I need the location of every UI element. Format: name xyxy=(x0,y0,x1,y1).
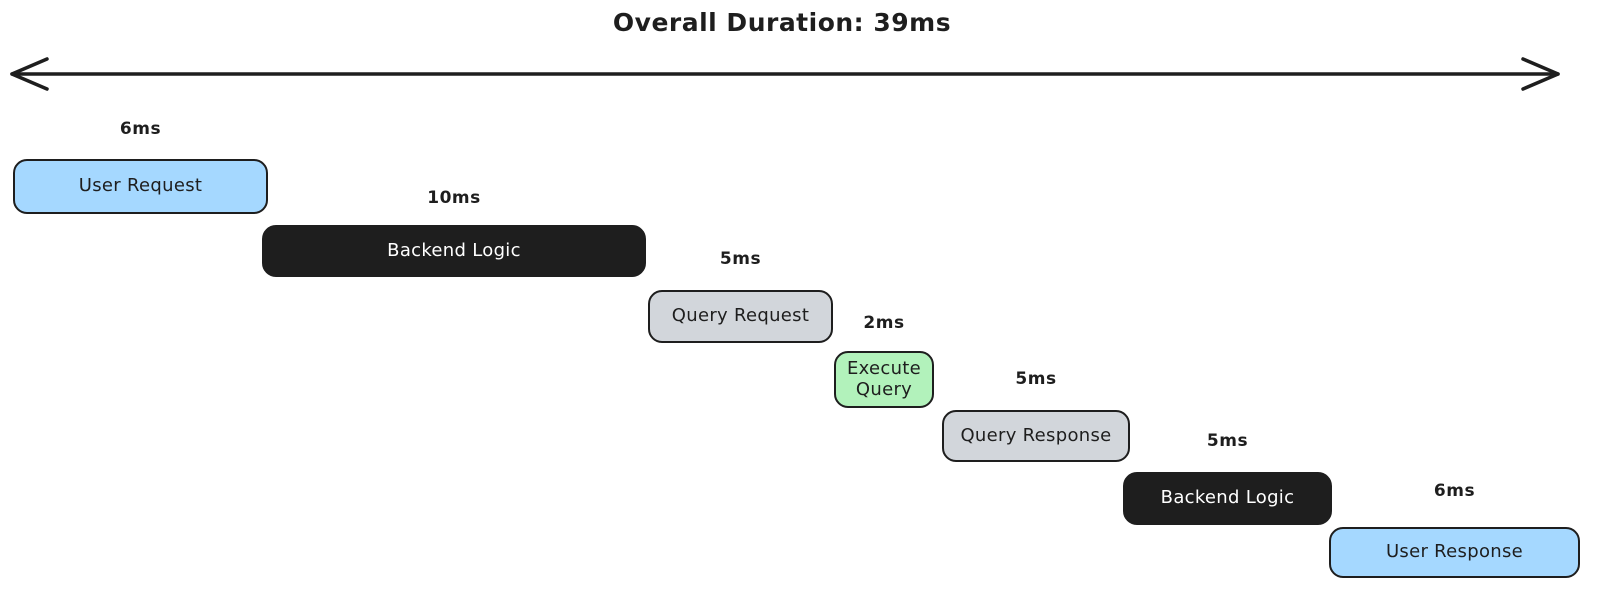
diagram-title: Overall Duration: 39ms xyxy=(612,8,952,37)
bar-label: User Response xyxy=(1385,541,1524,563)
bar-user-request-1: User Request xyxy=(13,159,268,214)
bar-backend-logic-2: Backend Logic xyxy=(1123,472,1332,525)
duration-label: 5ms xyxy=(1015,369,1057,389)
bar-label: Query Request xyxy=(671,305,810,327)
bar-label: User Request xyxy=(78,175,203,197)
bar-label: Execute Query xyxy=(846,357,922,400)
bar-backend-logic-1: Backend Logic xyxy=(262,225,646,277)
duration-label: 6ms xyxy=(119,119,162,139)
bar-execute-query: Execute Query xyxy=(834,351,934,408)
duration-label: 5ms xyxy=(719,249,762,269)
bar-label: Backend Logic xyxy=(1160,487,1295,509)
bar-label: Backend Logic xyxy=(387,239,521,261)
duration-label: 10ms xyxy=(427,188,481,208)
bar-user-response: User Response xyxy=(1329,527,1580,578)
duration-label: 5ms xyxy=(1206,431,1249,451)
bar-label: Query Response xyxy=(960,424,1112,446)
duration-label: 6ms xyxy=(1433,481,1476,501)
bar-query-request: Query Request xyxy=(648,290,833,343)
bar-query-response: Query Response xyxy=(942,410,1130,462)
duration-label: 2ms xyxy=(863,313,905,333)
overall-duration-arrow-icon xyxy=(10,57,1560,91)
